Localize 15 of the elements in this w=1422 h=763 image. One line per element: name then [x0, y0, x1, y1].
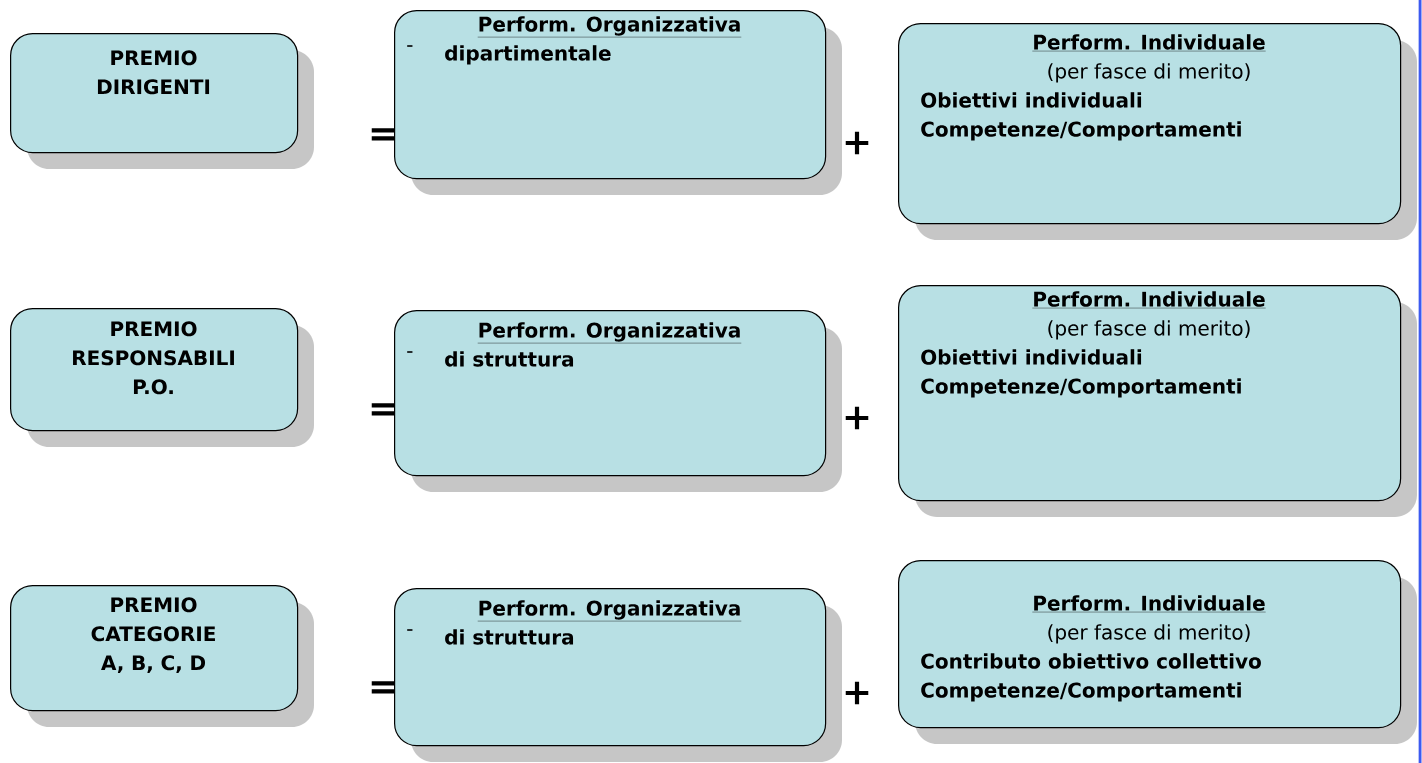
operator-sign: =: [371, 681, 395, 694]
process-box: PREMIO RESPONSABILI P.O.: [10, 308, 314, 447]
process-box: Perform. Organizzativa - dipartimentale: [394, 10, 842, 195]
process-box: Perform. Organizzativa - di struttura: [394, 310, 842, 492]
operator-sign: +: [845, 406, 869, 430]
operator-sign: =: [371, 128, 395, 141]
process-box: PREMIO DIRIGENTI: [10, 33, 314, 169]
process-box: Perform. Individuale (per fasce di merito) Obiettivi individuali Competenze/Comportamenti: [898, 23, 1417, 240]
process-box: Perform. Organizzativa - di struttura: [394, 588, 842, 762]
operator-sign: =: [371, 403, 395, 416]
process-box: Perform. Individuale (per fasce di merito) Contributo obiettivo collettivo Competenze/Comportamenti: [898, 560, 1417, 744]
operator-sign: +: [845, 681, 869, 705]
operator-sign: +: [845, 131, 869, 155]
process-box: PREMIO CATEGORIE A, B, C, D: [10, 585, 314, 727]
process-box: Perform. Individuale (per fasce di merito) Obiettivi individuali Competenze/Comportamenti: [898, 285, 1417, 517]
